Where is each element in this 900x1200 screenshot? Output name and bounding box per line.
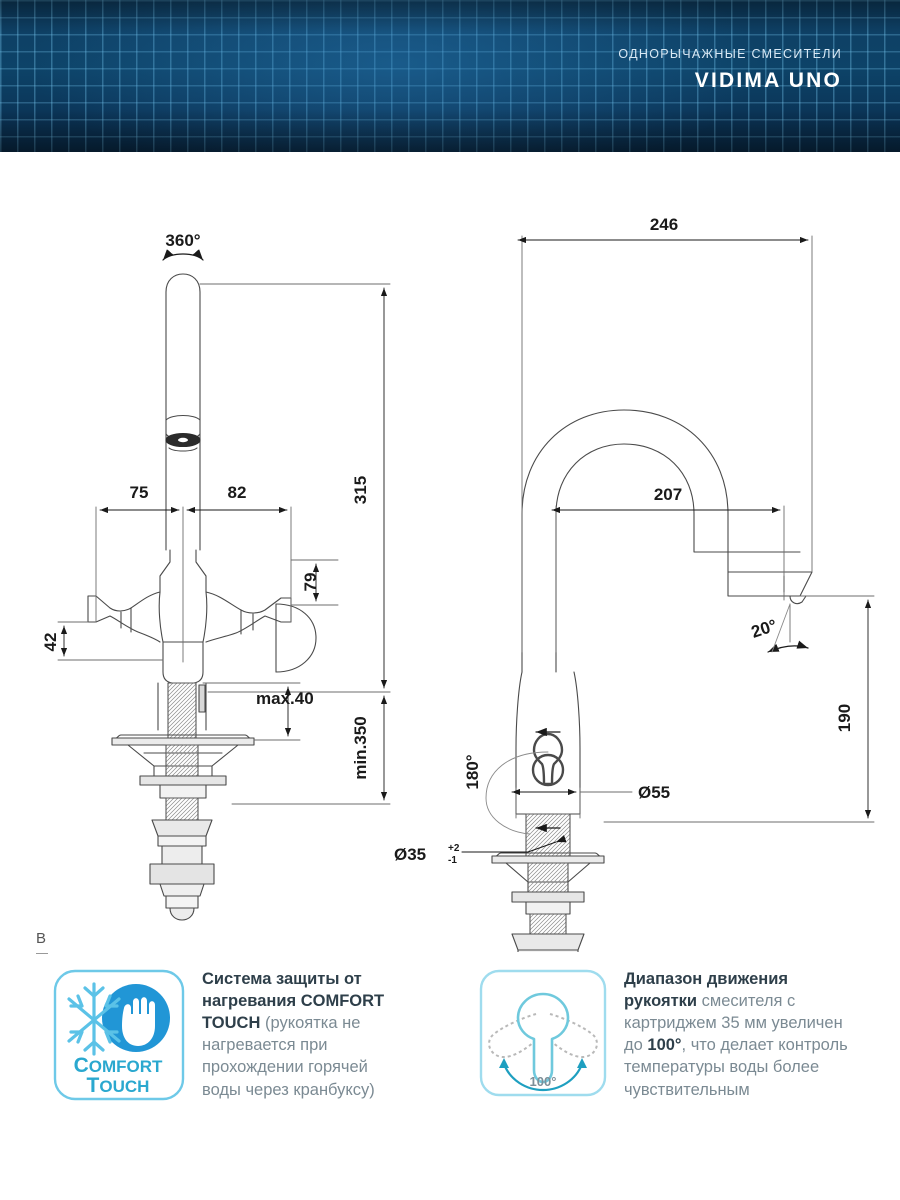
left-faucet-body bbox=[87, 273, 317, 921]
comfort-touch-badge-icon: COMFORT TOUCH bbox=[52, 968, 186, 1107]
dim-hole-tolerance-lower: -1 bbox=[448, 855, 457, 866]
dim-spout-height: 79 bbox=[301, 573, 320, 592]
header-kicker: однорычажные смесители bbox=[618, 47, 842, 61]
dim-right-offset: 82 bbox=[228, 483, 247, 502]
dim-base-diameter: Ø55 bbox=[638, 783, 670, 802]
dim-spout-clearance: 190 bbox=[835, 704, 854, 732]
feature-lever-range-text: Диапазон движения рукоятки смесителя с к… bbox=[624, 968, 856, 1101]
dim-lever-height: 42 bbox=[41, 633, 60, 652]
edge-mark-letter: B bbox=[36, 930, 47, 947]
header-title-block: однорычажные смесители VIDIMA UNO bbox=[618, 48, 842, 91]
comfort-touch-word-1: COMFORT bbox=[74, 1054, 163, 1077]
dim-aerator-angle: 20° bbox=[749, 616, 780, 642]
dim-spout-reach-total: 246 bbox=[650, 215, 678, 234]
lever-movement-range-icon: 100° bbox=[478, 968, 608, 1103]
technical-drawings: 360° 75 82 315 79 42 max.40 min.350 246 … bbox=[0, 152, 900, 954]
dim-spout-projection: 207 bbox=[654, 485, 682, 504]
edge-mark: B bbox=[36, 930, 48, 954]
dim-rotation: 360° bbox=[165, 231, 200, 250]
dim-hole-tolerance-upper: +2 bbox=[448, 843, 460, 854]
feature-comfort-touch-text: Система защиты от нагревания COMFORT TOU… bbox=[202, 968, 402, 1101]
lever-range-angle-label: 100° bbox=[530, 1074, 557, 1089]
header-grid-pattern bbox=[0, 0, 900, 152]
header-brand: VIDIMA UNO bbox=[694, 68, 842, 92]
feature-lever-range: 100° Диапазон движения рукоятки смесител… bbox=[478, 968, 856, 1103]
dim-min-supply: min.350 bbox=[351, 716, 370, 779]
right-dimension-lines bbox=[461, 235, 875, 853]
header-vignette bbox=[0, 0, 900, 152]
left-dimension-lines bbox=[57, 249, 391, 805]
edge-mark-dash bbox=[36, 953, 48, 954]
feature-comfort-touch-body: (рукоятка не нагревается при прохождении… bbox=[202, 1014, 375, 1099]
feature-comfort-touch: COMFORT TOUCH Система защиты от нагреван… bbox=[52, 968, 402, 1107]
dim-max-deck: max.40 bbox=[256, 689, 314, 708]
dim-swivel-range: 180° bbox=[463, 754, 482, 789]
feature-lever-range-title: Диапазон движения рукоятки bbox=[624, 970, 788, 1011]
feature-lever-range-body2: , что делает контроль температуры воды б… bbox=[624, 1036, 848, 1099]
feature-comfort-touch-title: Система защиты от нагревания COMFORT TOU… bbox=[202, 970, 385, 1033]
feature-lever-range-angle: 100° bbox=[647, 1036, 682, 1055]
feature-list: COMFORT TOUCH Система защиты от нагреван… bbox=[0, 968, 900, 1200]
comfort-touch-word-2: TOUCH bbox=[87, 1074, 150, 1097]
dim-hole-diameter: Ø35 bbox=[394, 845, 426, 864]
dim-total-height: 315 bbox=[351, 476, 370, 504]
page-header: однорычажные смесители VIDIMA UNO bbox=[0, 0, 900, 152]
feature-lever-range-body1: смесителя с картриджем 35 мм увеличен до bbox=[624, 992, 843, 1055]
dim-left-offset: 75 bbox=[130, 483, 149, 502]
right-faucet-body bbox=[485, 409, 813, 952]
header-glow bbox=[0, 0, 900, 152]
